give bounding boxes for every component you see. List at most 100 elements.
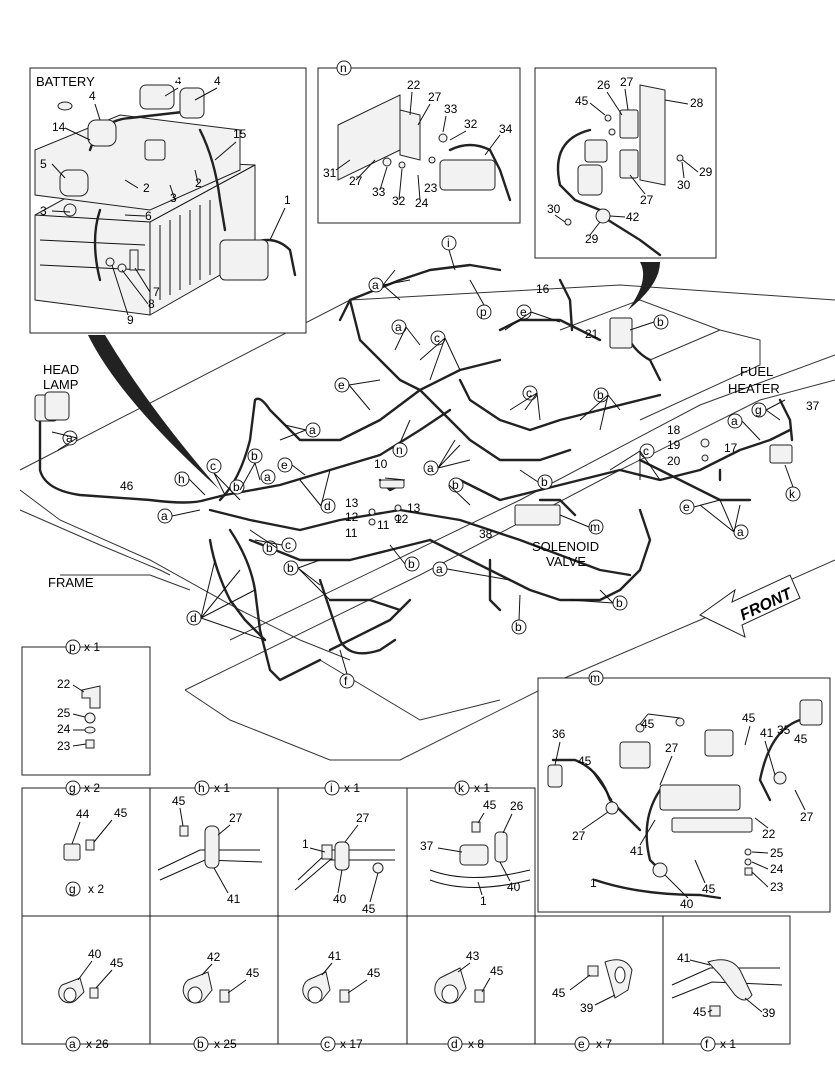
part-number: 15	[233, 127, 247, 141]
harness-connectors	[34, 317, 793, 526]
inset-n: n 22 27 33 32 34 31 27 33 32 24 23	[317, 60, 521, 224]
callout-c: c	[526, 386, 532, 400]
part-number: 24	[415, 196, 429, 210]
part-number: 40	[507, 880, 521, 894]
part-number: 40	[88, 947, 102, 961]
callout-p: p	[480, 305, 487, 319]
part-number: 13	[345, 496, 359, 510]
part-number: 45	[172, 794, 186, 808]
part-number: 19	[667, 438, 681, 452]
callout-a: a	[731, 414, 738, 428]
part-number: 42	[207, 950, 221, 964]
part-number: 27	[229, 811, 243, 825]
callout-d: d	[190, 611, 197, 625]
callout-g: g	[755, 403, 762, 417]
part-number: 2	[143, 181, 150, 195]
part-number: 1	[590, 876, 597, 890]
kit-h-letter: h	[198, 781, 205, 795]
part-number: 41	[677, 951, 691, 965]
part-number: 45	[114, 806, 128, 820]
fuel-heater-label-1: FUEL	[740, 364, 773, 379]
part-number: 45	[794, 732, 808, 746]
kit-i-letter: i	[330, 781, 333, 795]
part-number: 40	[680, 897, 694, 911]
callout-b: b	[616, 596, 623, 610]
part-number: 27	[620, 75, 634, 89]
part-number: 45	[483, 798, 497, 812]
part-number: 45	[246, 966, 260, 980]
part-number: 22	[57, 677, 71, 691]
part-number: 3	[40, 204, 47, 218]
part-number: 22	[407, 78, 421, 92]
kit-p: p x 1 22 25 24 23	[21, 639, 151, 776]
callout-c: c	[434, 331, 440, 345]
clamp-a: 40 45 a x 26	[58, 947, 124, 1052]
part-number: 4	[214, 74, 221, 88]
callout-b: b	[287, 561, 294, 575]
kit-k: k x 1 45 26 37 40 1	[420, 780, 531, 908]
part-number: 13	[407, 501, 421, 515]
part-number: 41	[630, 844, 644, 858]
part-number: 23	[57, 739, 71, 753]
fuel-heater-label-2: HEATER	[728, 381, 780, 396]
kit-g-letter-2: g	[69, 882, 76, 896]
part-number: 24	[770, 862, 784, 876]
kit-p-qty: x 1	[84, 640, 100, 654]
kit-m: m 45 35 36 45 27 41 45 27 27 22 25 24 23…	[537, 670, 831, 913]
part-number: 27	[572, 829, 586, 843]
callout-a: a	[309, 423, 316, 437]
part-number: 4	[175, 74, 182, 88]
part-number: 27	[800, 810, 814, 824]
part-number: 12	[345, 510, 359, 524]
callout-e: e	[338, 378, 345, 392]
part-number: 41	[328, 949, 342, 963]
clamp-a-letter: a	[69, 1037, 76, 1051]
part-number: 25	[57, 706, 71, 720]
clamp-b: 42 45 b x 25	[182, 950, 260, 1052]
part-number: 40	[333, 892, 347, 906]
kit-g-letter: g	[69, 781, 76, 795]
part-number: 12	[395, 512, 409, 526]
callout-b: b	[233, 480, 240, 494]
callout-a: a	[161, 509, 168, 523]
part-number: 1	[480, 894, 487, 908]
callout-n: n	[396, 443, 403, 457]
callout-a: a	[737, 525, 744, 539]
part-number: 24	[57, 722, 71, 736]
clamp-e: 45 39 e x 7	[552, 959, 633, 1052]
clamp-f: 41 45 39 f x 1	[671, 951, 783, 1052]
callout-c: c	[643, 444, 649, 458]
part-number: 43	[466, 949, 480, 963]
clamp-d-letter: d	[451, 1037, 458, 1051]
part-number: 26	[597, 78, 611, 92]
detail-pointers	[88, 262, 660, 490]
callout-k: k	[789, 487, 796, 501]
kit-h-qty: x 1	[214, 781, 230, 795]
part-number: 46	[120, 479, 134, 493]
part-number: 41	[760, 726, 774, 740]
part-number: 45	[367, 966, 381, 980]
battery-inset: BATTERY 4 4 5 4 14 15 5 2 3 2 3 6 1 7 8 …	[29, 67, 307, 334]
callout-b: b	[597, 388, 604, 402]
part-number: 34	[499, 122, 513, 136]
clamp-c-qty: x 17	[340, 1037, 363, 1051]
callout-a: a	[395, 320, 402, 334]
part-number: 32	[392, 194, 406, 208]
kit-g: g x 2 44 45 g x 2	[63, 780, 128, 897]
clamp-e-qty: x 7	[596, 1037, 612, 1051]
part-number: 44	[76, 807, 90, 821]
part-number: 3	[170, 191, 177, 205]
part-number: 36	[552, 727, 566, 741]
kit-p-letter: p	[69, 640, 76, 654]
part-number: 45	[693, 1005, 707, 1019]
callout-leaders	[51, 249, 794, 675]
part-number: 5	[40, 157, 47, 171]
part-number: 31	[323, 166, 337, 180]
clamp-c-letter: c	[324, 1037, 330, 1051]
part-number: 16	[536, 282, 550, 296]
frame-label: FRAME	[48, 575, 94, 590]
part-number: 4	[89, 89, 96, 103]
part-number: 35	[777, 723, 791, 737]
kit-k-letter: k	[458, 781, 465, 795]
callout-c: c	[210, 459, 216, 473]
